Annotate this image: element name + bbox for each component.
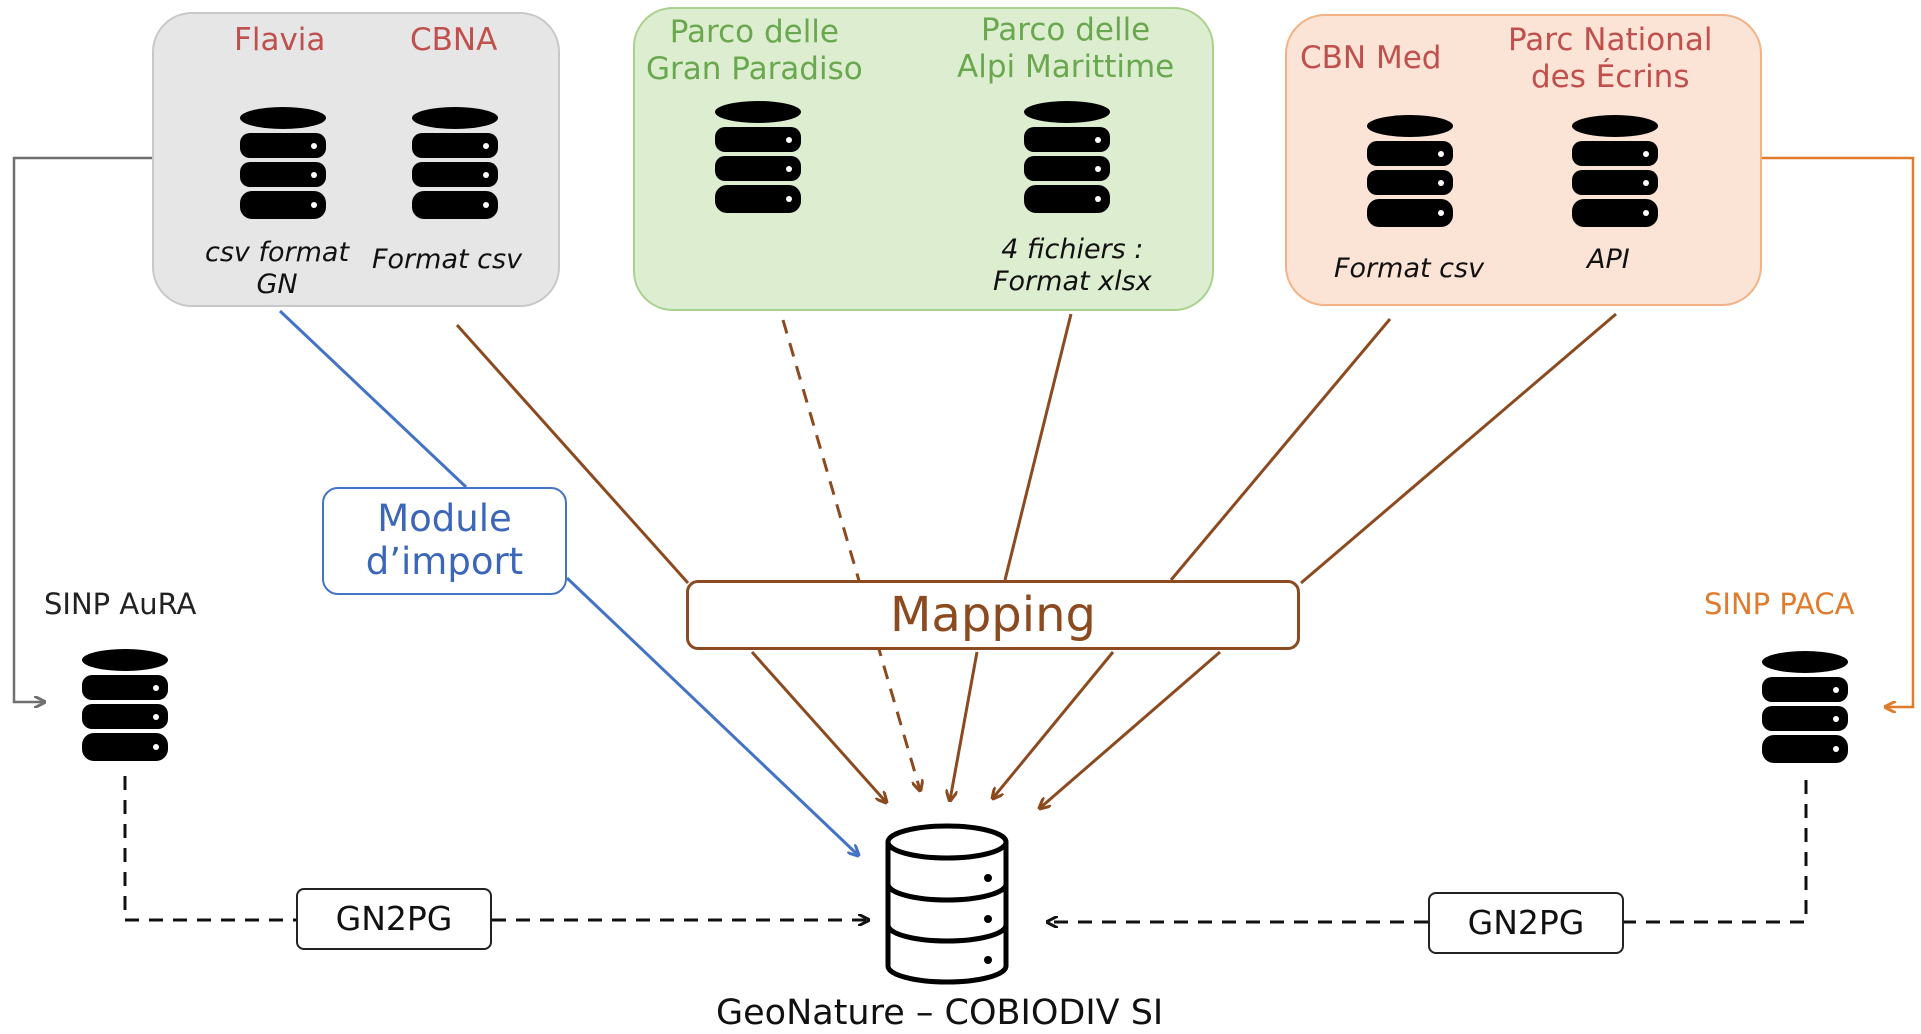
module-import-box: Module d’import <box>322 487 567 595</box>
arrow-mapping-to-geonature-3 <box>993 651 1115 798</box>
source-format-ecrins: API <box>1587 244 1630 275</box>
arrow-module-to-geonature <box>565 576 858 855</box>
database-icon <box>82 649 168 761</box>
source-format-alpi-marittime: 4 fichiers : Format xlsx <box>993 234 1152 298</box>
gn2pg-box-right: GN2PG <box>1428 892 1624 954</box>
source-name-parco-gran-paradiso: Parco delle Gran Paradiso <box>646 14 863 88</box>
line-cbnmed-to-mapping <box>1169 318 1392 581</box>
geonature-label: GeoNature – COBIODIV SI <box>716 993 1164 1033</box>
line-ecrins-to-mapping <box>1300 312 1617 585</box>
database-icon <box>1024 101 1110 213</box>
arrow-ecrins-to-sinp-paca <box>1762 156 1915 707</box>
line-flavia-to-module <box>278 309 468 489</box>
arrow-mapping-to-geonature-2 <box>950 651 979 800</box>
line-cbna-to-mapping <box>455 323 690 585</box>
arrow-flavia-to-sinp-aura <box>12 156 152 702</box>
source-name-cbna: CBNA <box>410 22 498 58</box>
group-flavia-cbna <box>152 12 560 307</box>
line-alpi-to-mapping <box>1003 313 1073 581</box>
source-format-flavia: csv format GN <box>205 237 350 301</box>
sinp-paca-label: SINP PACA <box>1704 587 1855 621</box>
source-format-cbn-med: Format csv <box>1334 253 1485 284</box>
arrow-mapping-to-geonature-1 <box>750 651 886 802</box>
line-aura-to-gn2pg <box>123 776 296 922</box>
sinp-aura-label: SINP AuRA <box>44 587 197 621</box>
group-cbnmed-ecrins <box>1285 14 1762 306</box>
source-format-cbna: Format csv <box>372 244 523 275</box>
arrow-paradiso-to-geonature <box>781 319 920 790</box>
geonature-database-icon <box>885 823 1009 985</box>
database-icon <box>1367 115 1453 227</box>
database-icon <box>1572 115 1658 227</box>
database-icon <box>715 101 801 213</box>
database-icon <box>1762 651 1848 763</box>
source-name-parc-ecrins: Parc National des Écrins <box>1508 22 1713 96</box>
arrow-mapping-to-geonature-4 <box>1040 650 1221 808</box>
database-icon <box>412 107 498 219</box>
line-paca-to-gn2pg <box>1624 780 1808 924</box>
mapping-box: Mapping <box>686 580 1300 650</box>
database-icon <box>240 107 326 219</box>
source-name-parco-alpi-marittime: Parco delle Alpi Marittime <box>957 12 1175 86</box>
gn2pg-box-left: GN2PG <box>296 888 492 950</box>
source-name-cbn-med: CBN Med <box>1300 40 1442 76</box>
source-name-flavia: Flavia <box>234 22 326 58</box>
